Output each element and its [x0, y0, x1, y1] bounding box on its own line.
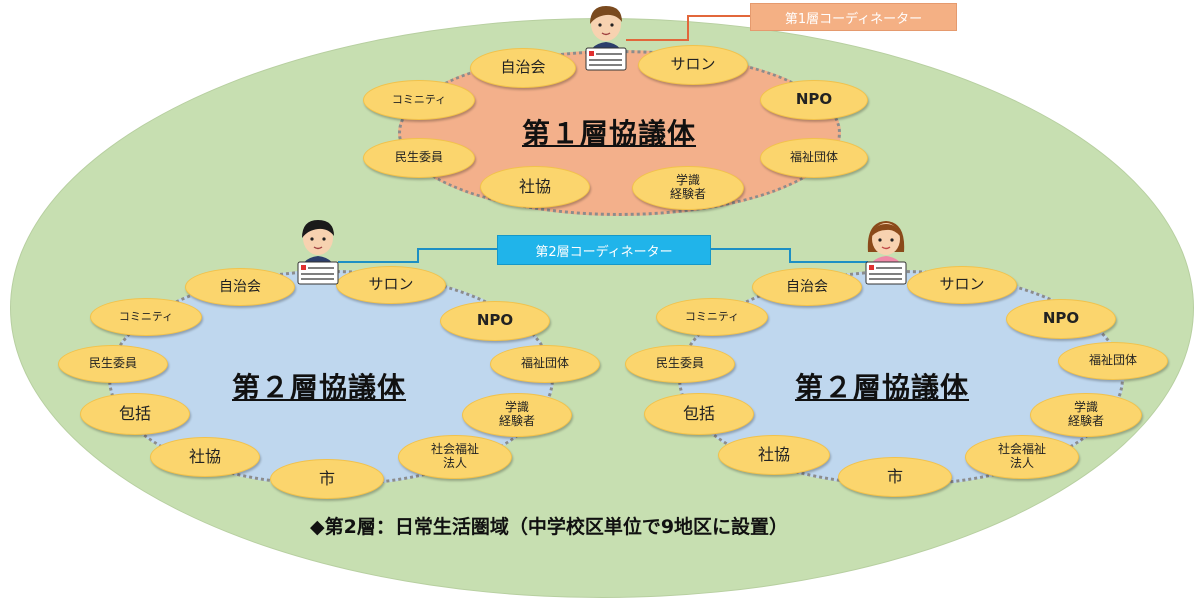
member-gakushiki-keikensha: 学識 経験者	[462, 393, 572, 437]
member-npo: NPO	[1006, 299, 1116, 339]
member-fukushi-dantai: 福祉団体	[1058, 342, 1168, 380]
layer2-left-coordinator-person-icon	[290, 218, 346, 285]
layer2-left-connector-line	[338, 248, 497, 263]
member-fukushi-dantai: 福祉団体	[760, 138, 868, 178]
member-fukushi-dantai: 福祉団体	[490, 345, 600, 383]
member-minsei-iin: 民生委員	[625, 345, 735, 383]
member-shakyo: 社協	[480, 166, 590, 208]
member-salon: サロン	[638, 45, 748, 85]
layer2-right-coordinator-person-icon	[858, 218, 914, 285]
member-gakushiki-keikensha: 学識 経験者	[632, 166, 744, 210]
member-salon: サロン	[336, 266, 446, 304]
member-houkatsu: 包括	[80, 393, 190, 435]
member-npo: NPO	[760, 80, 868, 120]
layer2-left-council-title: 第２層協議体	[232, 371, 407, 404]
member-community: コミニティ	[363, 80, 475, 120]
member-jichikai: 自治会	[470, 48, 576, 88]
member-community: コミニティ	[90, 298, 202, 336]
member-jichikai: 自治会	[752, 268, 862, 306]
layer1-connector-line	[626, 15, 750, 41]
member-salon: サロン	[907, 266, 1017, 304]
member-community: コミニティ	[656, 298, 768, 336]
member-minsei-iin: 民生委員	[58, 345, 168, 383]
layer2-right-council-title: 第２層協議体	[795, 371, 970, 404]
member-houkatsu: 包括	[644, 393, 754, 435]
layer2-area-description: ◆第2層：日常生活圏域（中学校区単位で9地区に設置）	[310, 516, 789, 538]
member-shakai-fukushi-houjin: 社会福祉 法人	[398, 435, 512, 479]
member-shakai-fukushi-houjin: 社会福祉 法人	[965, 435, 1079, 479]
layer1-council-title: 第１層協議体	[522, 117, 697, 150]
layer1-coordinator-label: 第1層コーディネーター	[750, 3, 957, 31]
layer2-coordinator-label: 第2層コーディネーター	[497, 235, 711, 265]
member-shi: 市	[270, 459, 384, 499]
layer1-council	[398, 50, 841, 216]
layer2-right-connector-line	[709, 248, 868, 263]
member-shi: 市	[838, 457, 952, 497]
layer1-coordinator-person-icon	[578, 4, 634, 71]
member-jichikai: 自治会	[185, 268, 295, 306]
member-shakyo: 社協	[718, 435, 830, 475]
member-npo: NPO	[440, 301, 550, 341]
member-shakyo: 社協	[150, 437, 260, 477]
member-gakushiki-keikensha: 学識 経験者	[1030, 393, 1142, 437]
member-minsei-iin: 民生委員	[363, 138, 475, 178]
